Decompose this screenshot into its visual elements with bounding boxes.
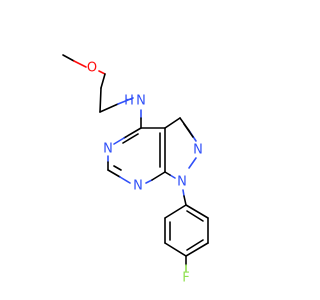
bond-c3-n2-double	[183, 123, 194, 138]
bond-c6-n7	[107, 169, 121, 178]
atom-n-pyrimidine-2: N	[133, 179, 143, 194]
bond-ch2-nh-half	[117, 97, 134, 105]
bond-n1-aryl	[183, 195, 187, 206]
molecule-structure: O N H N N N N F	[62, 54, 209, 286]
bond-c6-n7-half	[119, 176, 131, 184]
atom-n-amine: N	[136, 94, 146, 109]
bond-ar-3-4	[164, 242, 187, 257]
bond-c3a-c3	[164, 117, 181, 129]
atom-n-pyrazole-2: N	[193, 143, 203, 158]
bond-ar-4-5	[185, 242, 209, 257]
atom-n-pyrazole-1: N	[177, 175, 187, 190]
bond-ar-6-1-double	[186, 210, 204, 222]
bond-o-ch2	[100, 73, 106, 89]
bond-c4-n5	[123, 127, 142, 139]
atom-o-ether: O	[87, 61, 97, 76]
bond-c4-n5-double	[122, 133, 139, 144]
bond-n7-c7a	[151, 171, 166, 181]
bond-n1-c7a-half	[169, 174, 176, 179]
bond-ar-1-2	[164, 204, 187, 219]
bond-n2-n1	[188, 157, 197, 169]
atom-h-amine: H	[124, 94, 134, 109]
bond-o-ch2-half	[98, 70, 106, 75]
bond-chain-ch2-ch2	[99, 87, 102, 113]
bond-n1-c7a	[164, 171, 171, 176]
bond-c4-n5-half	[113, 137, 125, 145]
bond-ch2-nh	[99, 103, 119, 113]
atom-f-aryl: F	[182, 271, 189, 286]
bond-methyl-o-half	[73, 60, 87, 68]
bond-ar-6-1	[185, 204, 209, 219]
atom-n-pyrimidine-1: N	[103, 142, 113, 157]
bond-n1-aryl-half	[182, 189, 185, 197]
bond-n7-c7a-half	[145, 179, 153, 184]
bond-ar-4-5-double	[186, 239, 204, 251]
bond-c6-n7-double	[113, 165, 122, 171]
bond-methyl-o	[62, 54, 75, 62]
